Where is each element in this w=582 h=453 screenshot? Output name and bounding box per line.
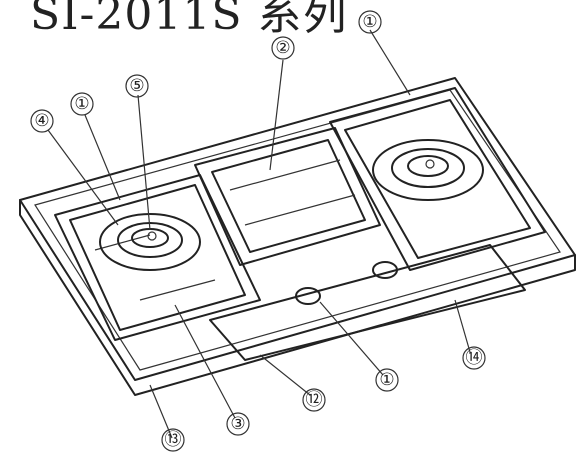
callout-10: ⑬ <box>161 428 185 452</box>
callout-2: ② <box>271 36 295 60</box>
callout-5: ⑤ <box>125 74 149 98</box>
callout-3: ④ <box>30 109 54 133</box>
svg-text:④: ④ <box>34 111 49 131</box>
hob-body <box>19 77 576 396</box>
grate-right <box>329 87 546 271</box>
grate-left <box>54 174 261 341</box>
svg-text:①: ① <box>74 94 89 114</box>
knob-left <box>295 287 321 305</box>
callout-1: ① <box>358 10 382 34</box>
callout-labels: ① ② ④ ① ⑤ ③ ⑫ ① ⑭ ⑬ <box>30 10 486 452</box>
callout-7: ⑫ <box>302 388 326 412</box>
svg-text:②: ② <box>275 38 290 58</box>
callout-6: ③ <box>226 412 250 436</box>
burner-right <box>372 139 484 201</box>
svg-text:③: ③ <box>230 414 245 434</box>
control-panel <box>209 244 526 361</box>
callout-8: ① <box>375 368 399 392</box>
svg-text:⑬: ⑬ <box>165 430 182 450</box>
svg-text:⑤: ⑤ <box>129 76 144 96</box>
leader-lines <box>47 29 471 439</box>
diagram-title: SI-2011S 系列 <box>30 0 348 40</box>
svg-text:⑫: ⑫ <box>306 390 323 410</box>
burner-left <box>99 213 201 271</box>
knob-right <box>372 261 398 279</box>
svg-text:①: ① <box>362 12 377 32</box>
svg-text:⑭: ⑭ <box>466 348 483 368</box>
callout-4: ① <box>70 92 94 116</box>
svg-text:①: ① <box>379 370 394 390</box>
grate-center <box>194 127 381 266</box>
callout-9: ⑭ <box>462 346 486 370</box>
